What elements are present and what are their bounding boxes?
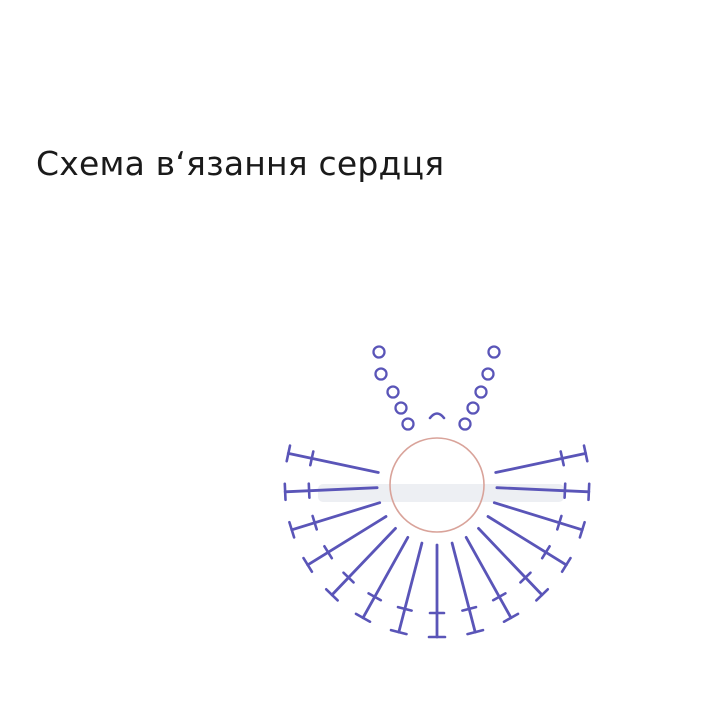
- stitch-crossbar: [307, 482, 311, 500]
- stitch-top-bar: [283, 482, 287, 502]
- double-crochet-stitch-icon: [389, 541, 424, 636]
- double-crochet-stitch-icon: [288, 501, 382, 539]
- double-crochet-stitch-icon: [495, 482, 591, 502]
- double-crochet-stitch-icon: [283, 482, 379, 502]
- stitch-crossbar: [555, 514, 563, 531]
- stitch-post: [361, 536, 410, 620]
- chain-stitch-icon: [386, 385, 400, 399]
- page-title: Схема в‘язання сердця: [36, 144, 445, 183]
- stitch-post: [464, 536, 513, 620]
- chain-arc-group: [372, 345, 501, 431]
- stitch-crossbar: [563, 482, 567, 500]
- stitch-crossbar: [491, 592, 507, 602]
- double-crochet-stitch-icon: [486, 515, 572, 574]
- stitch-top-bar: [302, 556, 314, 574]
- stitch-post: [283, 486, 379, 494]
- stitch-crossbar: [559, 450, 566, 467]
- double-crochet-stitch-icon: [477, 527, 550, 602]
- stitch-top-bar: [288, 520, 296, 539]
- stitch-top-bar: [534, 587, 550, 602]
- stitch-post: [397, 541, 424, 634]
- stitch-top-bar: [285, 444, 292, 463]
- chain-stitch-icon: [374, 367, 388, 381]
- stitch-post: [492, 501, 584, 532]
- chain-stitch-icon: [394, 401, 408, 415]
- stitch-post: [330, 527, 397, 597]
- stitch-post: [450, 541, 477, 634]
- double-crochet-stitch-icon: [285, 444, 380, 474]
- diagram-background: [210, 215, 688, 685]
- stitch-crossbar: [342, 571, 355, 584]
- chain-stitch-icon: [481, 367, 495, 381]
- double-crochet-stitch-icon: [450, 541, 485, 636]
- stitch-top-bar: [502, 612, 520, 624]
- stitch-post: [290, 501, 382, 532]
- stitch-post: [286, 451, 380, 474]
- slip-stitch-icon: [428, 412, 446, 420]
- stitch-crossbar: [540, 544, 551, 560]
- stitch-top-bar: [587, 482, 591, 502]
- stitch-top-bar: [582, 444, 589, 463]
- stitch-top-bar: [578, 520, 586, 539]
- stitch-crossbar: [308, 450, 315, 467]
- chain-stitch-icon: [372, 345, 386, 359]
- chain-stitch-icon: [466, 401, 480, 415]
- stitch-top-bar: [560, 556, 572, 574]
- stitch-top-bar: [324, 587, 340, 602]
- double-crochet-group: [283, 444, 591, 639]
- chain-stitch-icon: [487, 345, 501, 359]
- stitch-crossbar: [519, 571, 532, 584]
- stitch-crossbar: [311, 514, 319, 531]
- chain-stitch-icon: [474, 385, 488, 399]
- stitch-crossbar: [396, 605, 413, 612]
- stitch-top-bar: [354, 612, 372, 624]
- chain-stitch-icon: [401, 417, 415, 431]
- double-crochet-stitch-icon: [492, 501, 586, 539]
- stitch-post: [486, 515, 568, 567]
- watermark-band: [318, 484, 564, 502]
- stitch-top-bar: [389, 628, 408, 636]
- stitch-crossbar: [367, 592, 383, 602]
- double-crochet-stitch-icon: [324, 527, 397, 602]
- double-crochet-stitch-icon: [427, 543, 447, 639]
- stitch-crossbar: [323, 544, 334, 560]
- magic-ring-icon: [389, 437, 485, 533]
- watermark: [318, 484, 564, 502]
- stitch-top-bar: [466, 628, 485, 636]
- double-crochet-stitch-icon: [494, 444, 589, 474]
- stitch-post: [306, 515, 388, 567]
- stitch-post: [477, 527, 544, 597]
- double-crochet-stitch-icon: [354, 536, 410, 624]
- chain-stitch-icon: [458, 417, 472, 431]
- stitch-crossbar: [461, 605, 478, 612]
- double-crochet-stitch-icon: [464, 536, 520, 624]
- stitch-post: [495, 486, 591, 494]
- double-crochet-stitch-icon: [302, 515, 388, 574]
- stitch-post: [494, 451, 588, 474]
